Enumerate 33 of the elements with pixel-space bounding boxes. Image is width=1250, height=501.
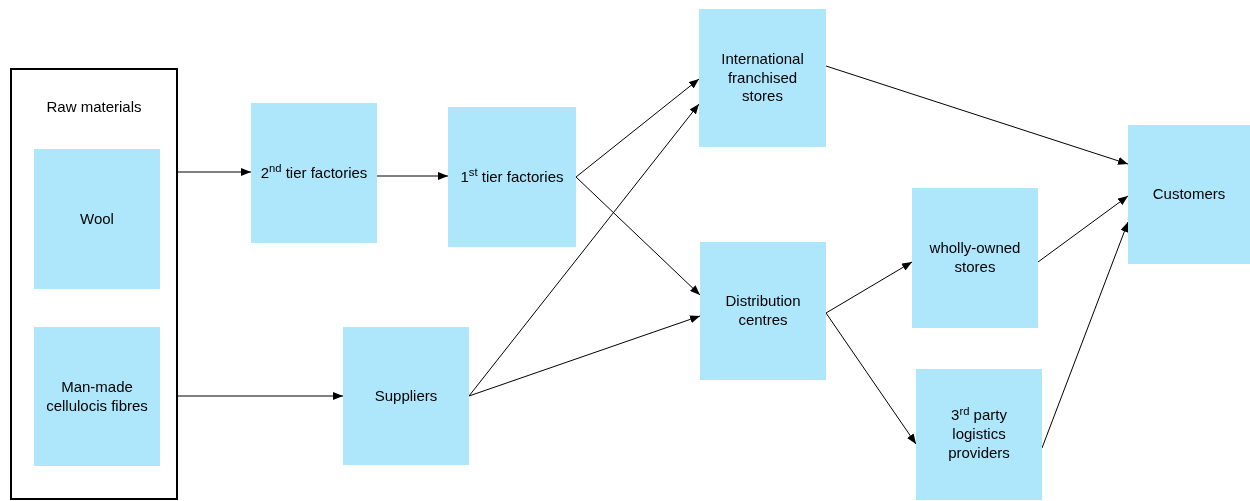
box-label: 3$^{rd}$ party logistics providers <box>947 406 1011 463</box>
process-box <box>34 327 160 466</box>
arrow <box>575 78 700 178</box>
box-label: Man-made cellulocis fibres <box>45 377 149 416</box>
group-box <box>10 68 178 500</box>
process-box <box>912 188 1038 328</box>
arrow <box>575 176 701 296</box>
arrow <box>825 65 1129 165</box>
arrow <box>468 103 700 397</box>
process-box <box>1128 125 1250 264</box>
process-box <box>916 369 1042 500</box>
arrow <box>177 392 344 400</box>
process-box <box>448 107 576 247</box>
arrow <box>825 312 917 445</box>
box-label: Wool <box>80 209 114 229</box>
process-box <box>700 242 826 380</box>
process-box <box>34 149 160 289</box>
box-label: International franchised stores <box>720 49 805 107</box>
group-title: Raw materials <box>45 98 143 117</box>
process-box <box>343 327 469 465</box>
box-label: Distribution centres <box>724 292 802 330</box>
arrow <box>468 315 701 397</box>
box-label: Customers <box>1152 185 1226 204</box>
box-label: 1$^{st}$ tier factories <box>460 167 564 187</box>
arrow <box>825 261 913 314</box>
process-box <box>251 103 377 243</box>
box-label: wholly-owned stores <box>928 239 1022 277</box>
arrow <box>1037 195 1129 263</box>
arrow <box>177 168 252 176</box>
arrow <box>376 172 449 180</box>
process-box <box>699 9 826 147</box>
box-label: Suppliers <box>374 386 438 406</box>
box-label: 2$^{nd}$ tier factories <box>260 163 368 183</box>
